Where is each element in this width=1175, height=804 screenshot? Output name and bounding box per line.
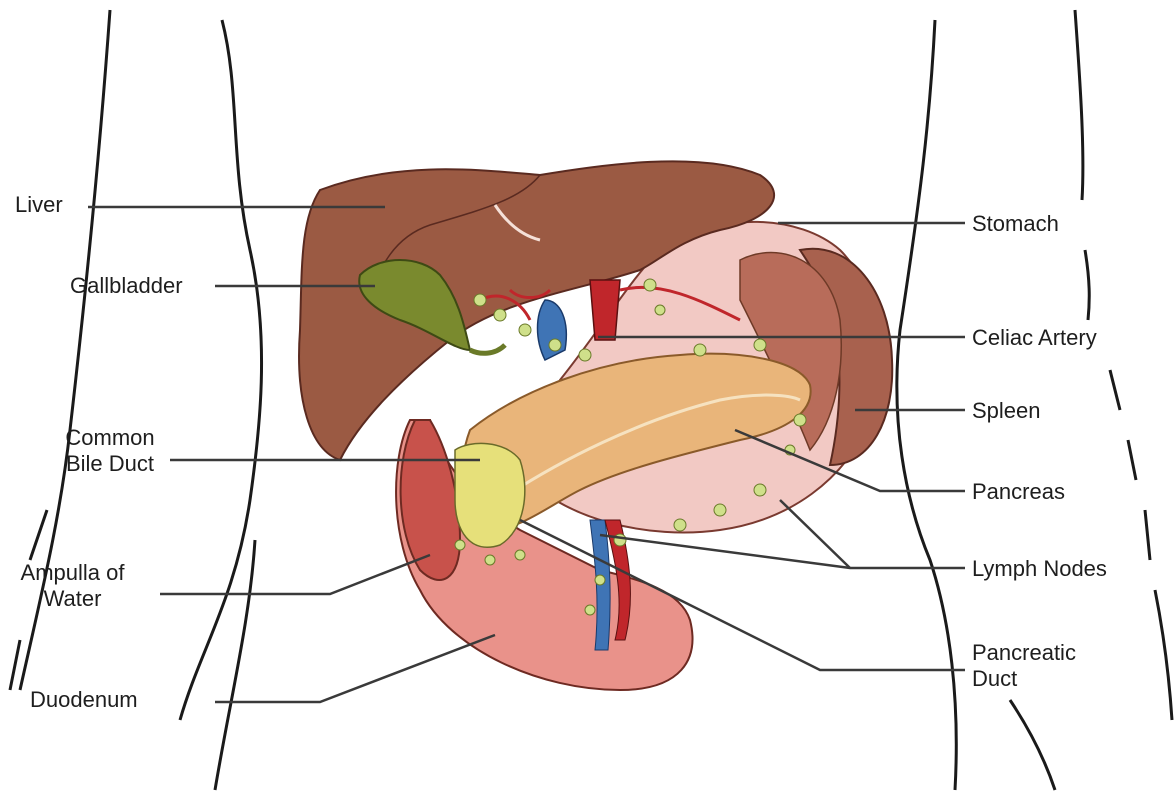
label-stomach: Stomach bbox=[972, 211, 1059, 237]
label-liver: Liver bbox=[15, 192, 63, 218]
label-common-bile-duct-line1: Common bbox=[55, 425, 165, 451]
label-celiac-artery: Celiac Artery bbox=[972, 325, 1097, 351]
aorta bbox=[590, 280, 620, 340]
label-pancreatic-duct: Pancreatic Duct bbox=[972, 640, 1076, 692]
label-lymph-nodes: Lymph Nodes bbox=[972, 556, 1107, 582]
label-duodenum: Duodenum bbox=[30, 687, 138, 713]
label-gallbladder: Gallbladder bbox=[70, 273, 183, 299]
label-common-bile-duct: Common Bile Duct bbox=[55, 425, 165, 477]
label-common-bile-duct-line2: Bile Duct bbox=[55, 451, 165, 477]
label-pancreatic-duct-line2: Duct bbox=[972, 666, 1076, 692]
label-ampulla-line2: Water bbox=[5, 586, 140, 612]
cystic-duct bbox=[470, 345, 505, 353]
label-ampulla: Ampulla of Water bbox=[5, 560, 140, 612]
label-spleen: Spleen bbox=[972, 398, 1041, 424]
label-ampulla-line1: Ampulla of bbox=[5, 560, 140, 586]
label-pancreatic-duct-line1: Pancreatic bbox=[972, 640, 1076, 666]
label-pancreas: Pancreas bbox=[972, 479, 1065, 505]
portal-vein bbox=[538, 300, 567, 360]
